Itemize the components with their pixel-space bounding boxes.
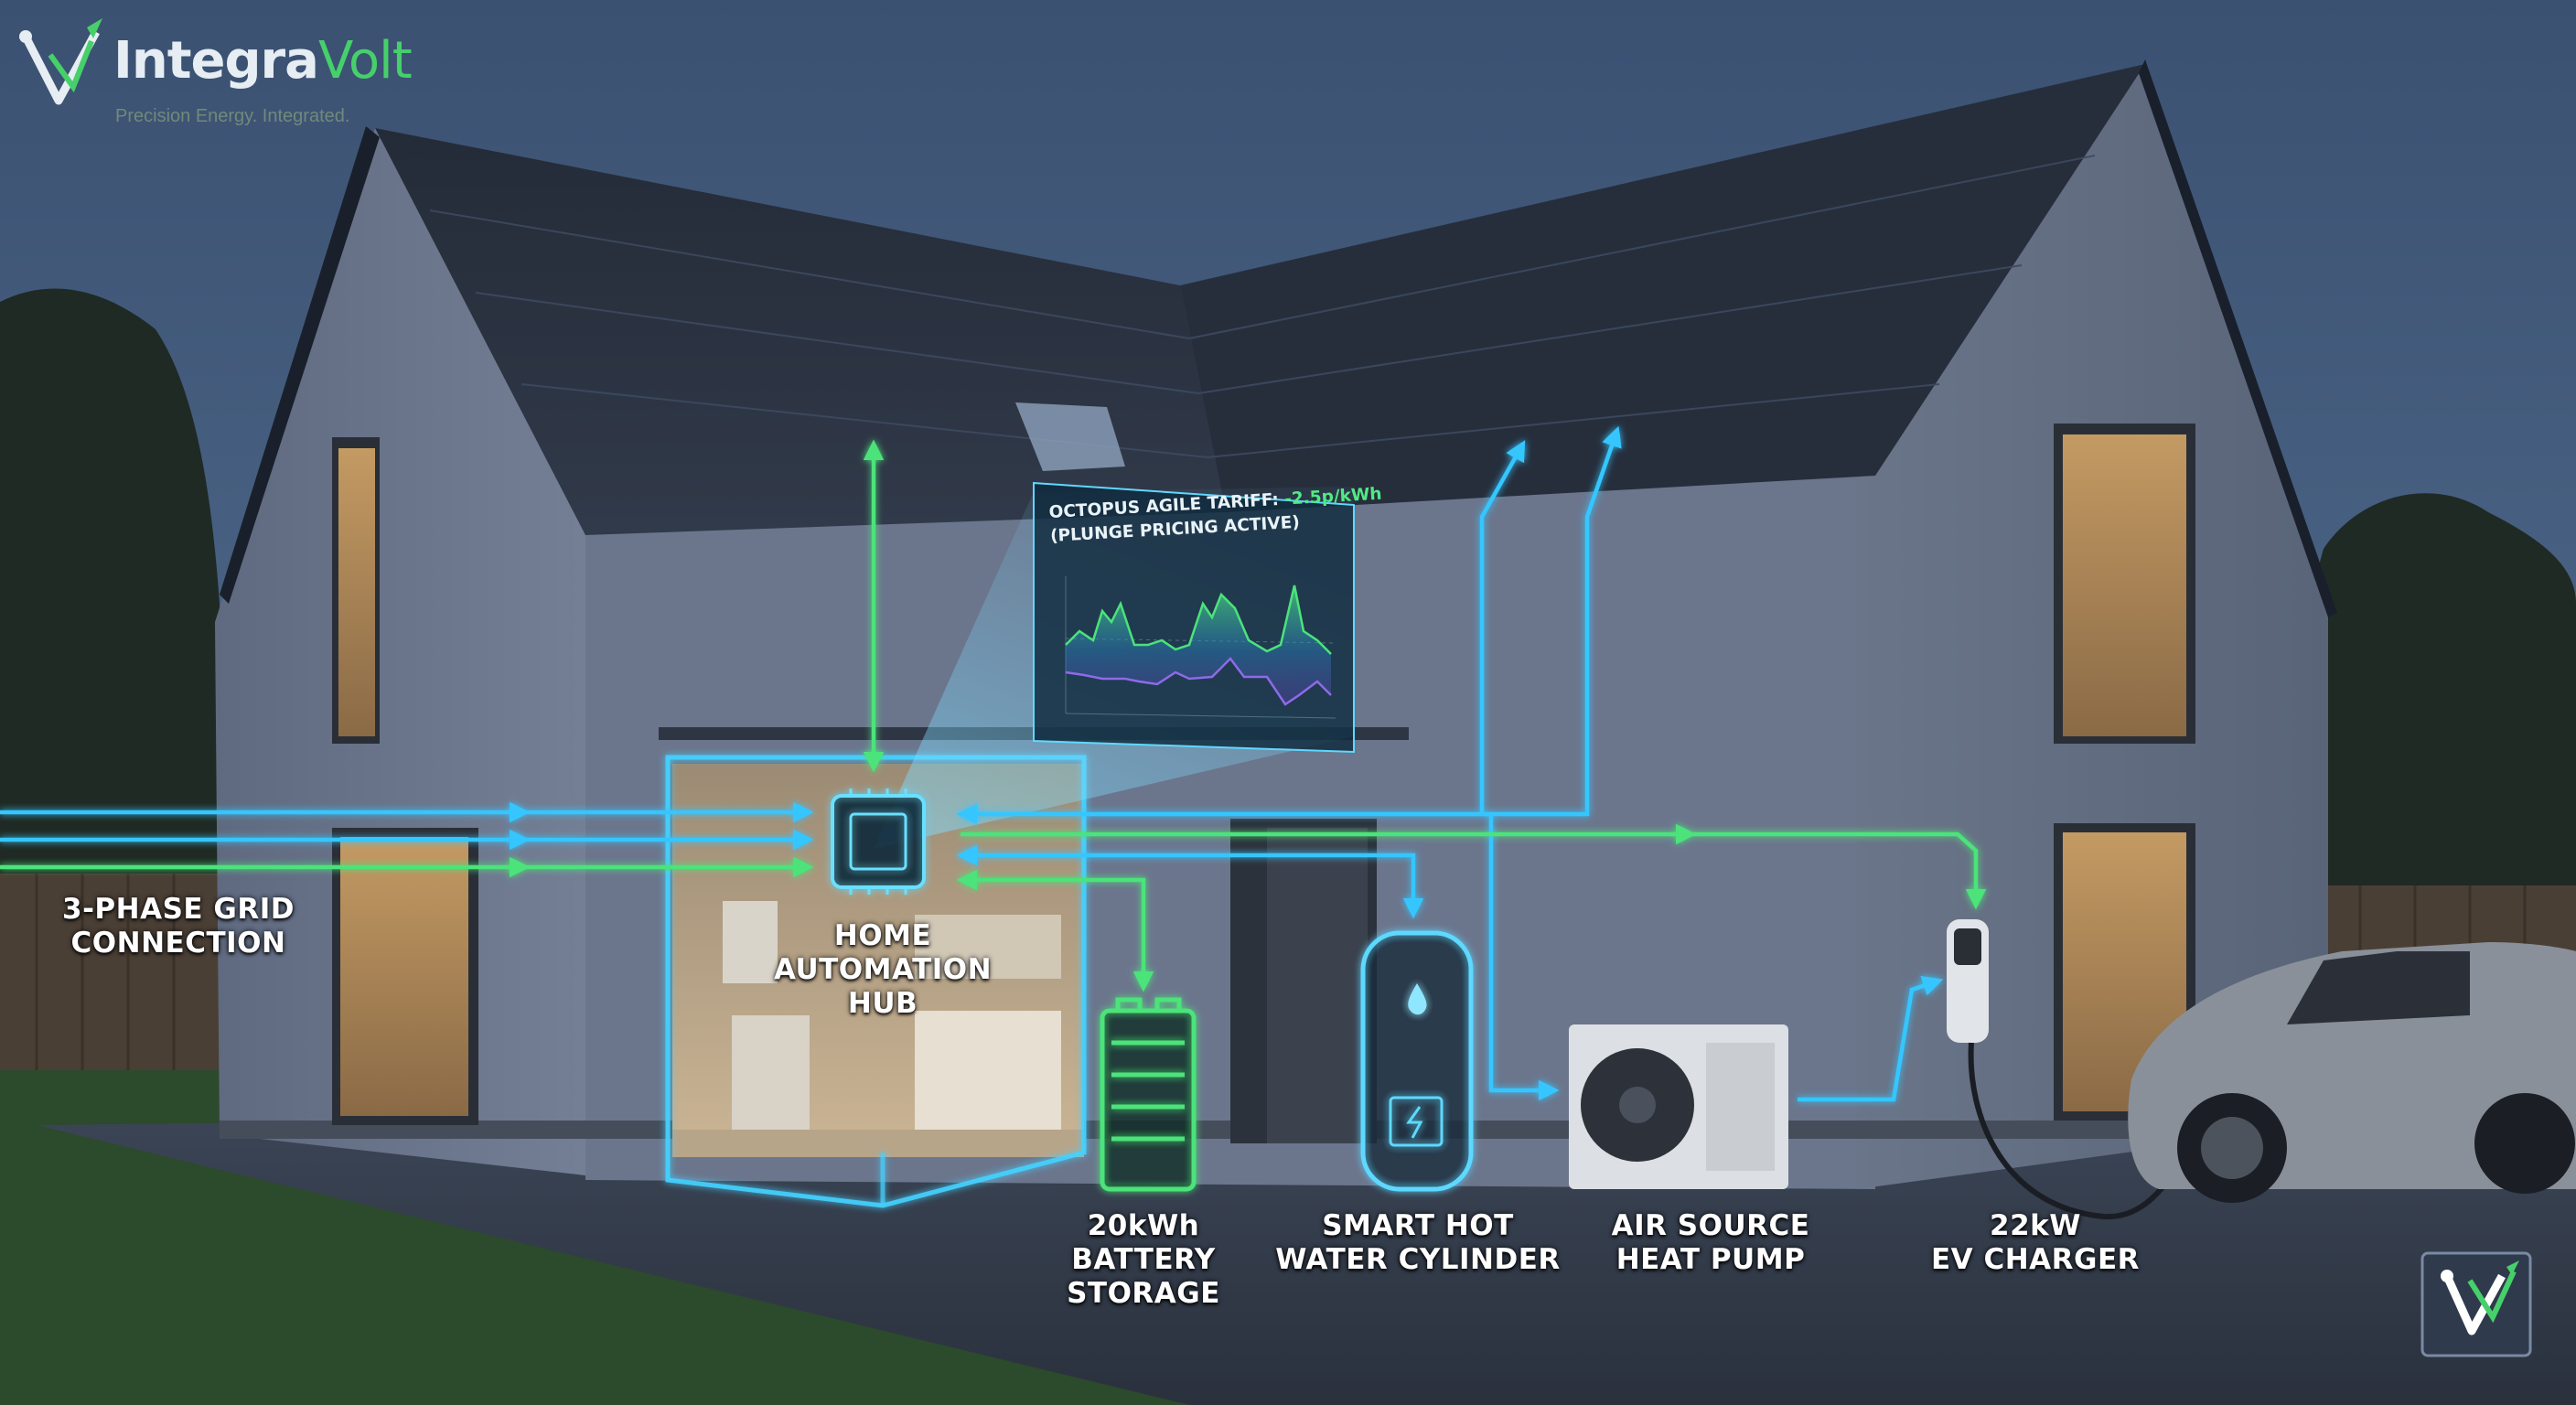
hub-label-line-2: AUTOMATION xyxy=(773,953,993,986)
cylinder-label-line-1: SMART HOT xyxy=(1322,1209,1514,1242)
ev-charger-label: 22kW EV CHARGER xyxy=(1898,1209,2173,1277)
brand-name-part2: Volt xyxy=(317,31,413,91)
corner-logo-badge-icon xyxy=(2420,1251,2532,1357)
hub-label: HOME AUTOMATION HUB xyxy=(746,919,1020,1021)
grid-label-line-2: CONNECTION xyxy=(70,927,286,960)
roof-solar-line-1 xyxy=(1479,440,1526,814)
grid-connection-label: 3-PHASE GRID CONNECTION xyxy=(55,893,302,960)
cylinder-label-line-2: WATER CYLINDER xyxy=(1275,1243,1561,1276)
roof-solar-line-2 xyxy=(1482,425,1622,817)
ev-feed-line xyxy=(1692,831,1987,910)
battery-label-line-2: BATTERY xyxy=(1071,1243,1216,1276)
heat-pump-ev-line xyxy=(1798,976,1944,1102)
brand-name-part1: Integra xyxy=(113,31,319,91)
hub-cylinder-line xyxy=(956,844,1424,919)
brand-tagline: Precision Energy. Integrated. xyxy=(115,106,350,126)
heat-pump-line xyxy=(1482,811,1560,1101)
brand-logo-icon xyxy=(19,18,102,105)
energy-flows xyxy=(0,425,1987,1102)
battery-label: 20kWh BATTERY STORAGE xyxy=(1034,1209,1253,1311)
battery-label-line-3: STORAGE xyxy=(1067,1277,1220,1310)
roof-skylight xyxy=(1015,402,1125,471)
ev-label-line-2: EV CHARGER xyxy=(1930,1243,2140,1276)
tariff-panel xyxy=(1033,481,1355,754)
brand-name: IntegraVolt xyxy=(113,31,413,91)
electric-car xyxy=(2128,942,2576,1203)
windows xyxy=(332,424,2195,1143)
heat-pump-label-line-2: HEAT PUMP xyxy=(1615,1243,1806,1276)
hub-label-line-1: HOME xyxy=(833,919,932,952)
background-trees xyxy=(0,288,2576,915)
battery-label-line-1: 20kWh xyxy=(1087,1209,1200,1242)
cylinder-label: SMART HOT WATER CYLINDER xyxy=(1272,1209,1564,1277)
battery-stack-icon xyxy=(1100,997,1197,1192)
heat-pump-label: AIR SOURCE HEAT PUMP xyxy=(1573,1209,1848,1277)
roof xyxy=(220,59,2337,617)
hot-water-cylinder-icon xyxy=(1360,930,1474,1192)
hub-label-line-3: HUB xyxy=(847,987,918,1020)
air-source-heat-pump xyxy=(1569,1024,1788,1189)
automation-hub-chip-icon xyxy=(831,788,926,895)
grid-label-line-1: 3-PHASE GRID xyxy=(62,893,295,926)
ev-label-line-1: 22kW xyxy=(1990,1209,2081,1242)
front-door xyxy=(1267,828,1368,1143)
heat-pump-label-line-1: AIR SOURCE xyxy=(1611,1209,1810,1242)
